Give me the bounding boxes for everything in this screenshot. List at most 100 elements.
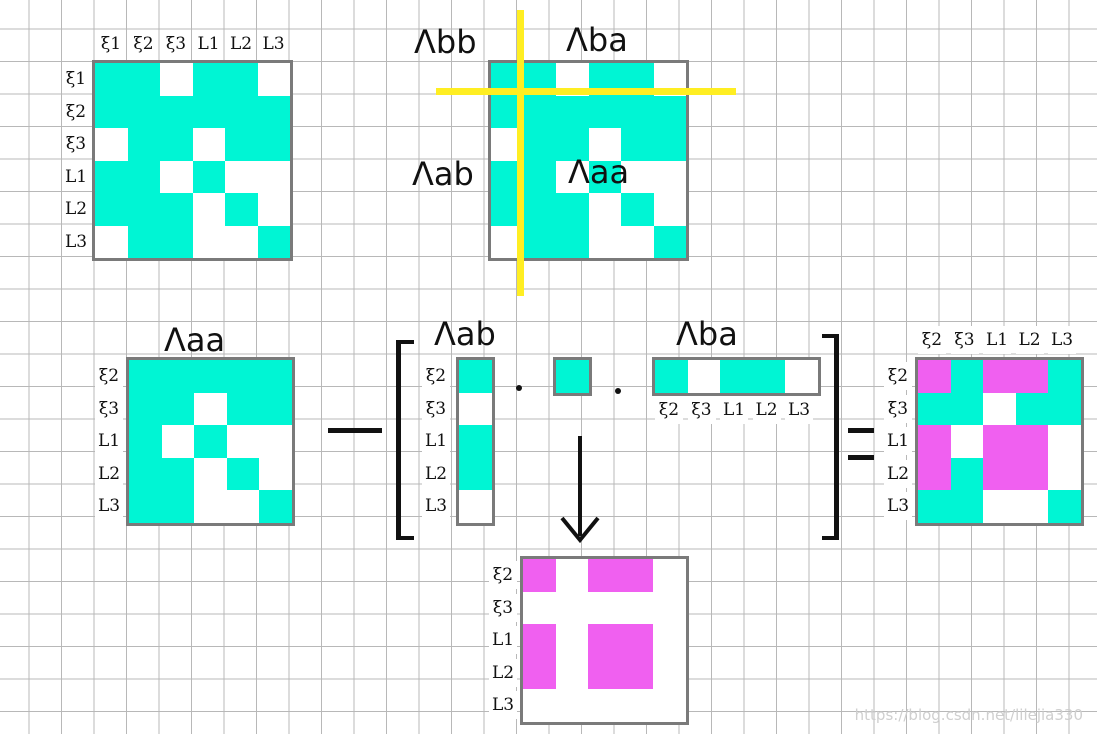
- ab-row-label: L1: [422, 427, 450, 455]
- aa-cell: [226, 392, 259, 425]
- info-full-cell: [127, 128, 160, 161]
- partitioned-cell: [523, 95, 556, 128]
- info-full-cell: [257, 193, 290, 226]
- result-cell: [1048, 490, 1081, 523]
- title-lambda-ab-bottom: Λab: [434, 315, 496, 353]
- down-arrow-icon: [560, 436, 600, 544]
- title-lambda-aa: Λaa: [568, 153, 630, 191]
- matrix-ba: [652, 357, 821, 396]
- info-full-col-label: ξ1: [97, 30, 125, 58]
- fill-in-cell: [523, 624, 556, 657]
- ba-cell: [752, 360, 785, 393]
- partitioned-cell: [523, 160, 556, 193]
- ba-col-label: ξ3: [687, 396, 716, 424]
- info-full-cell: [127, 95, 160, 128]
- ba-cell: [720, 360, 753, 393]
- ab-row-label: ξ2: [422, 362, 450, 390]
- result-cell: [918, 457, 951, 490]
- result-cell: [983, 425, 1016, 458]
- result-row-label: ξ3: [884, 394, 912, 423]
- aa-row-label: ξ3: [95, 394, 123, 423]
- aa-cell: [194, 392, 227, 425]
- info-full-cell: [160, 63, 193, 96]
- partitioned-cell: [653, 128, 686, 161]
- aa-cell: [259, 425, 292, 458]
- aa-cell: [259, 360, 292, 393]
- watermark: https://blog.csdn.net/lilejia330: [854, 706, 1083, 724]
- fill-in-row-label: ξ2: [489, 561, 517, 589]
- fill-in-cell: [555, 624, 588, 657]
- aa-row-label: ξ2: [95, 362, 123, 390]
- partitioned-cell: [653, 160, 686, 193]
- partitioned-cell: [588, 225, 621, 258]
- right-bracket-vertical: [834, 334, 839, 540]
- bb-cell: [556, 360, 589, 393]
- info-full-cell: [192, 193, 225, 226]
- ab-cell: [459, 360, 492, 393]
- partitioned-cell: [556, 193, 589, 226]
- result-row-label: ξ2: [884, 362, 912, 390]
- fill-in-cell: [653, 656, 686, 689]
- result-cell: [918, 392, 951, 425]
- left-bracket-top: [396, 340, 414, 344]
- info-full-row-label: ξ3: [62, 130, 90, 158]
- info-full-cell: [257, 95, 290, 128]
- info-full-cell: [257, 160, 290, 193]
- fill-in-cell: [555, 591, 588, 624]
- matrix-bb-inverse: [553, 357, 592, 396]
- equals-sign-bottom: [848, 455, 874, 460]
- result-cell: [918, 360, 951, 393]
- fill-in-cell: [653, 689, 686, 722]
- partition-line-vertical: [517, 10, 524, 296]
- aa-cell: [129, 425, 162, 458]
- partitioned-cell: [653, 225, 686, 258]
- matrix-result: [915, 357, 1084, 526]
- info-full-cell: [95, 160, 128, 193]
- ab-cell: [459, 425, 492, 458]
- partitioned-cell: [621, 160, 654, 193]
- fill-in-cell: [523, 591, 556, 624]
- info-full-cell: [225, 225, 258, 258]
- result-row-label: L3: [884, 492, 912, 520]
- info-full-cell: [160, 225, 193, 258]
- fill-in-cell: [653, 591, 686, 624]
- result-cell: [1048, 392, 1081, 425]
- fill-in-cell: [555, 689, 588, 722]
- fill-in-row-label: L2: [489, 658, 517, 687]
- result-cell: [983, 490, 1016, 523]
- left-bracket-bottom: [396, 536, 414, 540]
- info-matrix-full: [92, 60, 293, 261]
- aa-cell: [226, 490, 259, 523]
- partitioned-cell: [523, 225, 556, 258]
- aa-cell: [161, 425, 194, 458]
- title-lambda-aa-bottom: Λaa: [164, 321, 226, 359]
- fill-in-cell: [555, 656, 588, 689]
- ab-cell: [459, 457, 492, 490]
- multiply-dot-1: [516, 385, 522, 391]
- info-full-cell: [160, 193, 193, 226]
- partitioned-cell: [523, 128, 556, 161]
- fill-in-cell: [620, 591, 653, 624]
- aa-cell: [226, 425, 259, 458]
- partitioned-cell: [556, 128, 589, 161]
- info-full-cell: [257, 128, 290, 161]
- ab-row-label: ξ3: [422, 394, 450, 423]
- matrix-fill-in: [520, 556, 689, 725]
- ba-col-label: L2: [752, 396, 781, 424]
- result-col-label: L2: [1015, 326, 1044, 354]
- info-full-cell: [225, 95, 258, 128]
- title-lambda-bb: Λbb: [414, 23, 477, 61]
- info-full-cell: [160, 95, 193, 128]
- partition-line-horizontal: [436, 88, 736, 95]
- info-full-row-label: L2: [62, 195, 90, 223]
- info-full-col-label: L1: [194, 30, 223, 58]
- info-full-cell: [192, 160, 225, 193]
- title-lambda-ba-bottom: Λba: [676, 315, 738, 353]
- result-row-label: L2: [884, 459, 912, 488]
- fill-in-cell: [620, 559, 653, 592]
- info-full-cell: [95, 193, 128, 226]
- info-full-cell: [225, 193, 258, 226]
- info-full-cell: [127, 63, 160, 96]
- ba-col-label: L1: [720, 396, 748, 424]
- result-col-label: ξ2: [918, 326, 946, 354]
